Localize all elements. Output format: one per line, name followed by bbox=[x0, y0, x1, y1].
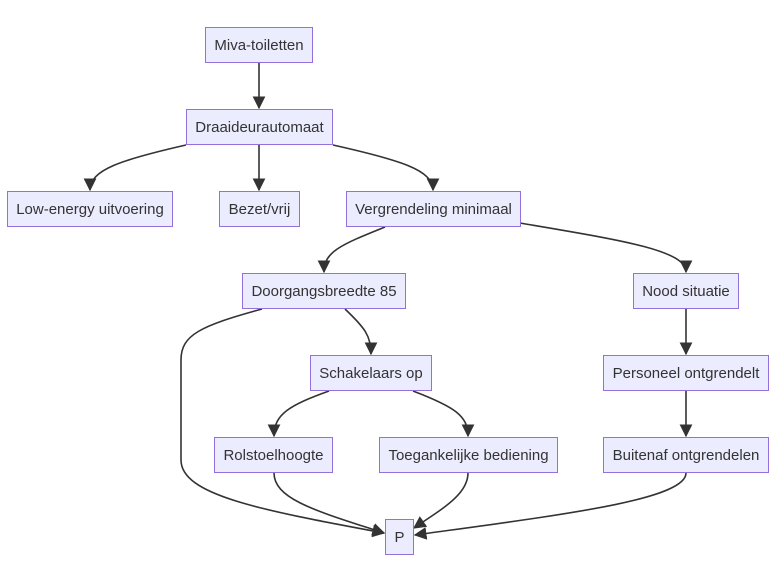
edge-draaideur-to-vergrendeling bbox=[332, 144, 440, 192]
edge-toegankelijk-to-p bbox=[412, 472, 469, 529]
edge-vergrendeling-to-doorgang bbox=[317, 226, 386, 274]
node-schakelaars-op: Schakelaars op bbox=[310, 355, 432, 391]
edge-vergrendeling-to-nood bbox=[519, 222, 693, 274]
node-buitenaf-ontgrendelen: Buitenaf ontgrendelen bbox=[603, 437, 769, 473]
node-rolstoelhoogte: Rolstoelhoogte bbox=[214, 437, 333, 473]
edge-rolstoel-to-p bbox=[273, 472, 386, 536]
node-p: P bbox=[385, 519, 414, 555]
node-draaideurautomaat: Draaideurautomaat bbox=[186, 109, 333, 145]
edge-doorgang-to-p bbox=[180, 308, 386, 538]
edge-schakelaars-to-rolstoel bbox=[267, 390, 330, 438]
node-toegankelijke-bediening: Toegankelijke bediening bbox=[379, 437, 558, 473]
node-personeel-ontgrendelt: Personeel ontgrendelt bbox=[603, 355, 769, 391]
node-bezet-vrij: Bezet/vrij bbox=[219, 191, 300, 227]
node-doorgangsbreedte: Doorgangsbreedte 85 bbox=[242, 273, 406, 309]
node-miva-toiletten: Miva-toiletten bbox=[205, 27, 313, 63]
node-vergrendeling-minimaal: Vergrendeling minimaal bbox=[346, 191, 521, 227]
edge-schakelaars-to-toegankelijk bbox=[412, 390, 475, 438]
edge-doorgang-to-schakelaars bbox=[344, 308, 378, 356]
node-low-energy-uitvoering: Low-energy uitvoering bbox=[7, 191, 173, 227]
edge-draaideur-to-lowenergy bbox=[83, 144, 187, 192]
edge-buitenaf-to-p bbox=[413, 472, 687, 540]
node-nood-situatie: Nood situatie bbox=[633, 273, 739, 309]
